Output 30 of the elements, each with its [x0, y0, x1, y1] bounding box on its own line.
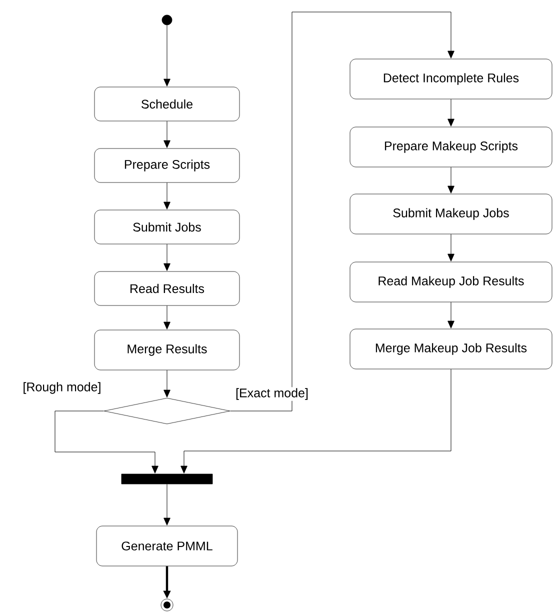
activity-box: Submit Jobs — [94, 210, 240, 244]
activity-box: Prepare Makeup Scripts — [350, 126, 552, 168]
decision-diamond — [104, 398, 230, 424]
activity-box: Merge Makeup Job Results — [350, 328, 552, 370]
activity-box: Submit Makeup Jobs — [350, 194, 552, 234]
arrow — [448, 302, 454, 328]
activity-box: Prepare Scripts — [94, 148, 240, 183]
arrow — [164, 484, 170, 526]
start-node — [162, 14, 172, 26]
arrow — [164, 24, 170, 86]
arrow — [164, 370, 170, 398]
arrow — [164, 244, 170, 271]
arrow — [448, 98, 454, 126]
arrow — [164, 120, 170, 148]
edge-label: [Exact mode] — [234, 387, 310, 401]
arrow — [180, 368, 452, 474]
activity-box: Merge Results — [94, 330, 240, 370]
activity-box: Read Results — [94, 271, 240, 306]
edge-label: [Rough mode] — [22, 381, 102, 395]
end-node — [160, 598, 174, 612]
arrow — [164, 182, 170, 210]
arrow — [230, 12, 454, 412]
arrow — [54, 410, 158, 474]
arrow — [164, 305, 170, 330]
activity-box: Schedule — [94, 86, 240, 122]
arrow — [448, 166, 454, 194]
activity-box: Generate PMML — [96, 526, 238, 566]
activity-box: Detect Incomplete Rules — [350, 58, 552, 100]
arrow — [448, 234, 454, 262]
activity-box: Read Makeup Job Results — [350, 262, 552, 302]
